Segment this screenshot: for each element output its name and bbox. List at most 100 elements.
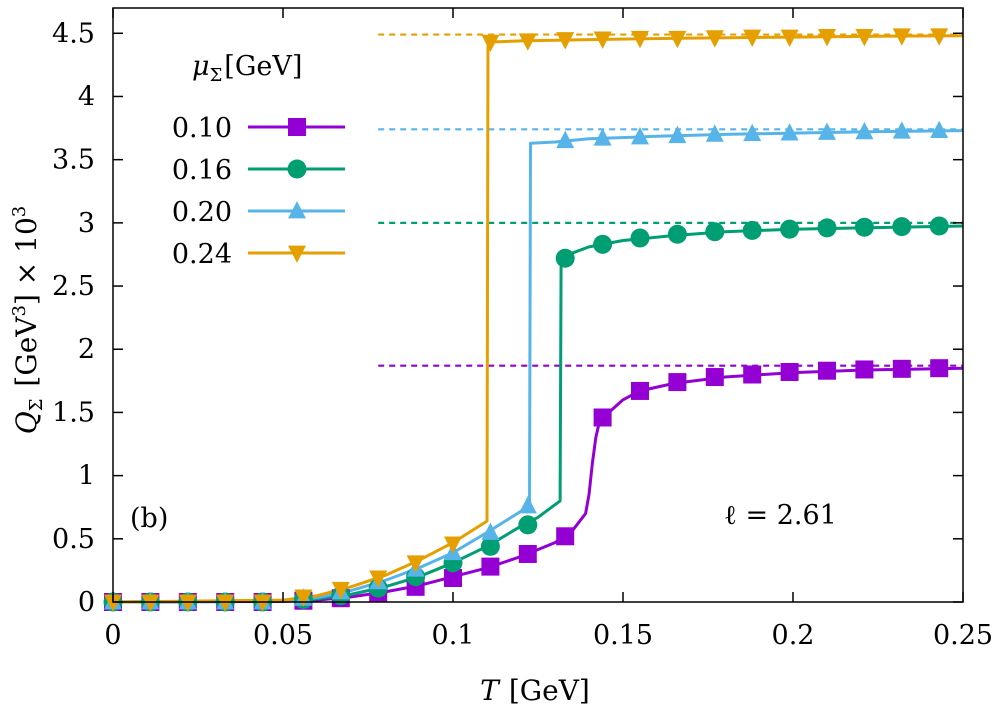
marker-triangle-up — [288, 201, 306, 219]
marker-circle — [287, 159, 307, 179]
marker-triangle-up — [743, 123, 762, 142]
y-tick-label: 3.5 — [52, 145, 95, 176]
y-tick-label: 4 — [78, 81, 95, 112]
y-tick-label: 1.5 — [52, 397, 95, 428]
marker-circle — [518, 515, 538, 535]
y-tick-label: 0 — [78, 587, 95, 618]
marker-square — [818, 361, 836, 380]
series-markers — [103, 28, 949, 612]
marker-triangle-down — [818, 29, 836, 47]
y-tick-label: 2.5 — [52, 271, 95, 302]
legend-item: 0.16 — [172, 155, 345, 186]
marker-square — [705, 368, 724, 387]
marker-triangle-up — [518, 496, 537, 514]
marker-triangle-down — [481, 34, 500, 53]
marker-triangle-up — [705, 124, 724, 142]
marker-square — [668, 373, 687, 392]
marker-triangle-down — [369, 570, 388, 588]
legend-label: 0.16 — [172, 155, 232, 186]
marker-triangle-down — [556, 32, 575, 50]
marker-triangle-down — [104, 594, 122, 612]
marker-square — [855, 360, 874, 379]
y-axis-label: QΣ[GeV3] × 103 — [9, 206, 47, 435]
marker-triangle-down — [668, 30, 687, 49]
marker-triangle-down — [444, 536, 462, 554]
legend-label: 0.20 — [172, 197, 232, 228]
marker-triangle-up — [892, 121, 911, 139]
marker-circle — [780, 219, 800, 239]
svg-text:QΣ[GeV3] × 103: QΣ[GeV3] × 103 — [9, 206, 47, 435]
marker-square — [518, 544, 537, 563]
legend-label: 0.10 — [172, 113, 232, 144]
y-tick-label: 1 — [78, 461, 95, 492]
marker-triangle-up — [668, 125, 687, 144]
marker-triangle-up — [930, 120, 949, 139]
marker-triangle-up — [481, 522, 500, 540]
marker-circle — [742, 220, 762, 240]
x-tick-label: 0 — [104, 620, 121, 651]
marker-triangle-up — [780, 123, 799, 141]
legend-item: 0.10 — [172, 113, 345, 144]
marker-circle — [555, 248, 575, 268]
marker-triangle-down — [141, 594, 160, 612]
x-tick-label: 0.1 — [432, 620, 475, 651]
marker-circle — [480, 536, 500, 556]
x-tick-label: 0.15 — [593, 620, 653, 651]
marker-triangle-up — [818, 122, 836, 140]
marker-square — [556, 527, 575, 546]
marker-square — [288, 118, 306, 136]
marker-square — [444, 568, 462, 587]
x-tick-label: 0.25 — [933, 620, 993, 651]
marker-circle — [593, 234, 613, 254]
panel-label: (b) — [130, 503, 168, 534]
marker-triangle-down — [780, 29, 799, 47]
marker-square — [481, 557, 500, 576]
legend-item: 0.24 — [172, 239, 345, 270]
marker-square — [892, 359, 911, 378]
marker-square — [631, 381, 649, 400]
marker-triangle-down — [743, 29, 762, 47]
marker-circle — [892, 217, 912, 237]
marker-circle — [854, 217, 874, 237]
marker-triangle-down — [631, 30, 649, 49]
marker-triangle-up — [855, 121, 874, 140]
x-tick-label: 0.2 — [772, 620, 815, 651]
marker-triangle-down — [294, 589, 313, 607]
plot-frame — [112, 7, 964, 603]
marker-square — [930, 359, 949, 378]
marker-triangle-down — [705, 30, 724, 48]
legend-item: 0.20 — [172, 197, 345, 228]
marker-triangle-down — [178, 594, 197, 612]
marker-triangle-down — [593, 31, 612, 49]
marker-triangle-down — [930, 28, 949, 46]
marker-triangle-up — [556, 130, 575, 149]
marker-circle — [705, 222, 725, 242]
legend: μΣ[GeV] 0.10 0.16 0.20 0.24 — [172, 51, 345, 270]
marker-triangle-down — [331, 581, 350, 600]
marker-circle — [817, 218, 837, 238]
marker-square — [593, 408, 612, 427]
marker-square — [780, 362, 799, 381]
y-tick-label: 0.5 — [52, 524, 95, 555]
y-tick-label: 2 — [78, 334, 95, 365]
x-axis-label: T[GeV] — [480, 674, 590, 707]
marker-triangle-down — [892, 28, 911, 46]
marker-square — [743, 365, 762, 384]
series-line — [112, 224, 964, 604]
marker-circle — [929, 216, 949, 236]
marker-circle — [630, 228, 650, 248]
legend-title: μΣ[GeV] — [192, 51, 302, 86]
marker-circle — [667, 224, 687, 244]
marker-triangle-down — [288, 245, 306, 263]
marker-triangle-down — [855, 29, 874, 47]
marker-triangle-down — [518, 33, 537, 51]
legend-label: 0.24 — [172, 239, 232, 270]
annotation-l: ℓ = 2.61 — [724, 500, 837, 531]
marker-triangle-down — [406, 555, 425, 573]
x-tick-label: 0.05 — [253, 620, 313, 651]
y-tick-label: 4.5 — [52, 18, 95, 49]
marker-triangle-up — [593, 128, 612, 146]
marker-triangle-down — [253, 594, 272, 612]
